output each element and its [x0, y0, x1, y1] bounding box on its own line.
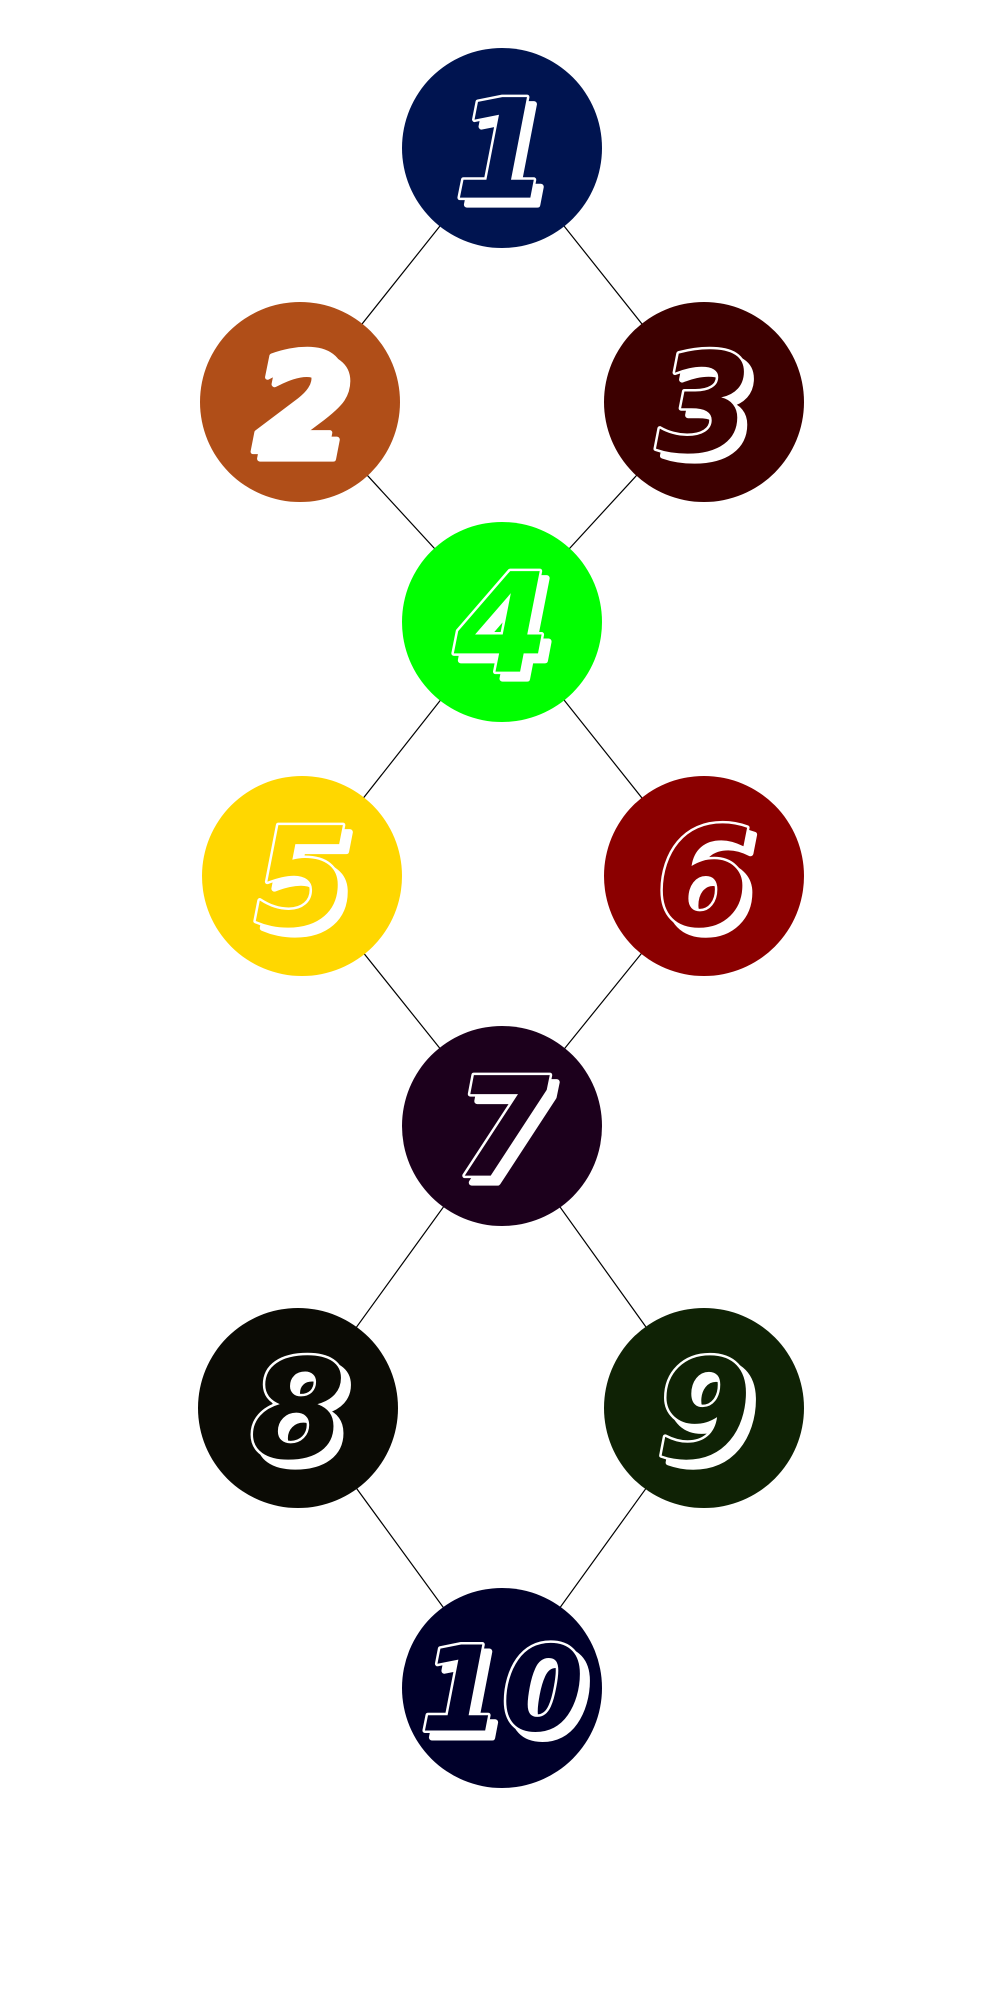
- node-circle: [604, 302, 804, 502]
- node-4: 44: [402, 522, 602, 722]
- node-circle: [402, 522, 602, 722]
- node-label-shadow: 4: [460, 551, 557, 712]
- node-label: 1: [454, 70, 550, 231]
- node-label: 10: [420, 1620, 584, 1758]
- node-label: 4: [453, 544, 550, 705]
- node-circle: [402, 48, 602, 248]
- node-label: 8: [250, 1330, 346, 1491]
- node-label-shadow: 10: [427, 1627, 591, 1765]
- node-label: 6: [656, 798, 752, 959]
- node-circle: [604, 1308, 804, 1508]
- node-label: 7: [454, 1048, 550, 1209]
- node-circle: [402, 1588, 602, 1788]
- node-7: 77: [402, 1026, 602, 1226]
- node-circle: [402, 1026, 602, 1226]
- node-8: 88: [198, 1308, 398, 1508]
- node-9: 99: [604, 1308, 804, 1508]
- node-3: 33: [604, 302, 804, 502]
- node-label-shadow: 1: [461, 77, 557, 238]
- node-label-shadow: 2: [259, 331, 355, 492]
- node-label: 3: [656, 324, 752, 485]
- node-label: 9: [656, 1330, 752, 1491]
- node-circle: [604, 776, 804, 976]
- node-6: 66: [604, 776, 804, 976]
- node-label-shadow: 3: [663, 331, 759, 492]
- node-label-shadow: 8: [257, 1337, 353, 1498]
- node-label-shadow: 7: [461, 1055, 557, 1216]
- node-label-shadow: 6: [663, 805, 759, 966]
- node-5: 55: [202, 776, 402, 976]
- node-label: 2: [252, 324, 348, 485]
- node-circle: [200, 302, 400, 502]
- node-circle: [202, 776, 402, 976]
- node-label-shadow: 5: [261, 805, 357, 966]
- node-label: 5: [254, 798, 350, 959]
- node-2: 22: [200, 302, 400, 502]
- node-label-shadow: 9: [663, 1337, 759, 1498]
- node-circle: [198, 1308, 398, 1508]
- node-1: 11: [402, 48, 602, 248]
